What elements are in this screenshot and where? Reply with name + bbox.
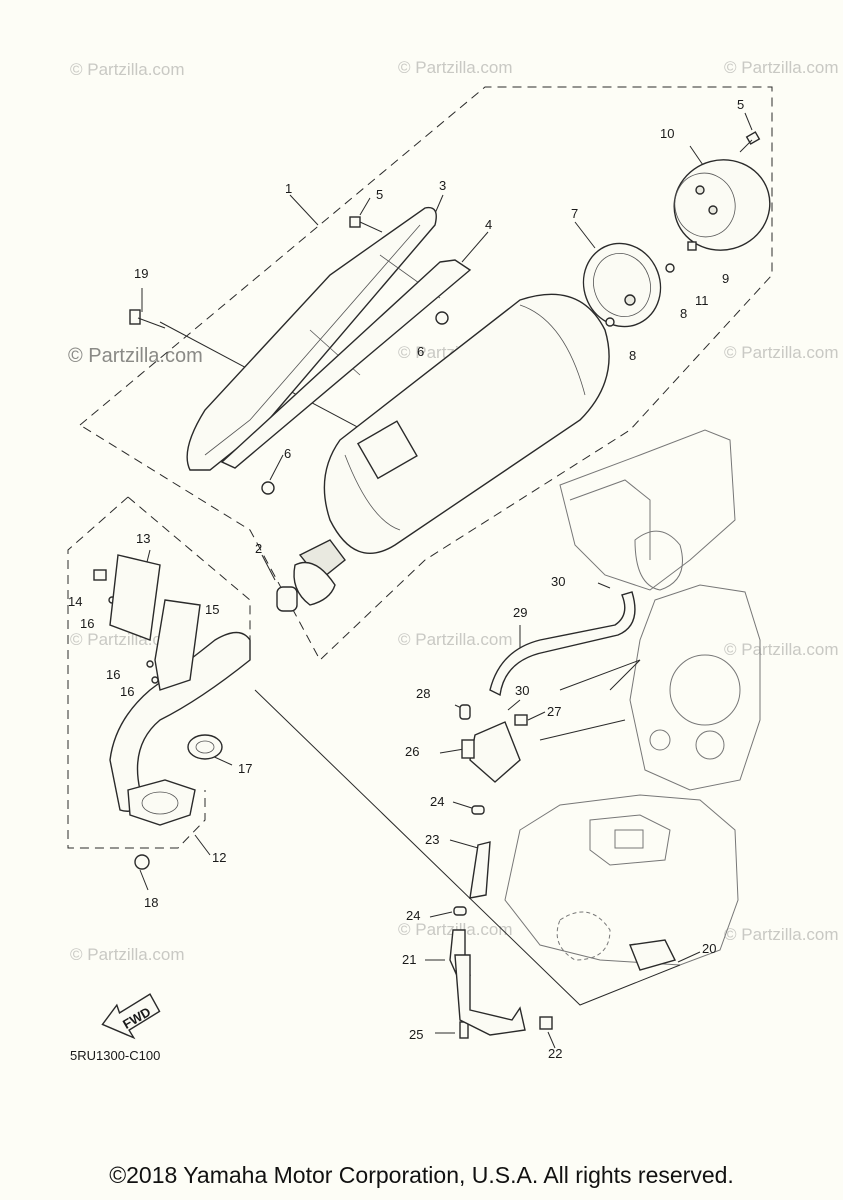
forward-direction-arrow: FWD xyxy=(101,993,161,1040)
callout-number: 5 xyxy=(737,97,744,112)
watermark: © Partzilla.com xyxy=(724,925,839,944)
watermark: © Partzilla.com xyxy=(724,640,839,659)
diagram-code: 5RU1300-C100 xyxy=(70,1048,160,1063)
callout-number: 18 xyxy=(144,895,158,910)
callout-number: 9 xyxy=(722,271,729,286)
callout-number: 24 xyxy=(430,794,444,809)
callout-number: 6 xyxy=(417,344,424,359)
callout-number: 13 xyxy=(136,531,150,546)
callout-number: 16 xyxy=(80,616,94,631)
watermark: © Partzilla.com xyxy=(70,60,185,79)
group-outlines xyxy=(67,86,773,849)
callout-number: 30 xyxy=(515,683,529,698)
callout-number: 8 xyxy=(629,348,636,363)
callout-number: 3 xyxy=(439,178,446,193)
leader-lines xyxy=(139,112,753,1049)
callout-number: 12 xyxy=(212,850,226,865)
callout-number: 30 xyxy=(551,574,565,589)
callout-number: 28 xyxy=(416,686,430,701)
copyright-notice: ©2018 Yamaha Motor Corporation, U.S.A. A… xyxy=(109,1162,734,1188)
callout-number: 20 xyxy=(702,941,716,956)
watermark: © Partzilla.com xyxy=(724,343,839,362)
callout-number: 11 xyxy=(695,293,709,308)
callout-number: 8 xyxy=(680,306,687,321)
callout-number: 1 xyxy=(285,181,292,196)
callout-number: 29 xyxy=(513,605,527,620)
muffler-body xyxy=(293,293,610,606)
callout-number: 19 xyxy=(134,266,148,281)
callout-number: 7 xyxy=(571,206,578,221)
callout-number: 17 xyxy=(238,761,252,776)
watermark: © Partzilla.com xyxy=(724,58,839,77)
callout-number: 24 xyxy=(406,908,420,923)
fasteners xyxy=(93,131,761,1039)
engine-background xyxy=(504,429,761,966)
air-induction-hoses xyxy=(449,591,677,1036)
callout-number: 4 xyxy=(485,217,492,232)
callout-number: 21 xyxy=(402,952,416,967)
callout-number: 22 xyxy=(548,1046,562,1061)
callouts: 1 2 3 4 5 5 6 6 7 8 8 9 10 11 12 13 14 1… xyxy=(68,97,744,1061)
callout-number: 6 xyxy=(284,446,291,461)
end-cap xyxy=(582,242,662,328)
watermark: © Partzilla.com xyxy=(398,630,513,649)
callout-number: 10 xyxy=(660,126,674,141)
callout-number: 26 xyxy=(405,744,419,759)
callout-number: 27 xyxy=(547,704,561,719)
callout-number: 5 xyxy=(376,187,383,202)
callout-number: 16 xyxy=(106,667,120,682)
watermark-prominent: © Partzilla.com xyxy=(68,345,203,367)
watermark: © Partzilla.com xyxy=(70,630,185,649)
callout-number: 25 xyxy=(409,1027,423,1042)
tailpipe-cover xyxy=(673,159,771,251)
muffler-bracket xyxy=(220,259,472,469)
exhaust-pipe xyxy=(109,554,251,826)
callout-number: 16 xyxy=(120,684,134,699)
callout-number: 2 xyxy=(255,541,262,556)
watermark: © Partzilla.com xyxy=(398,58,513,77)
watermark: © Partzilla.com xyxy=(70,945,185,964)
callout-number: 14 xyxy=(68,594,82,609)
callout-number: 15 xyxy=(205,602,219,617)
callout-number: 23 xyxy=(425,832,439,847)
